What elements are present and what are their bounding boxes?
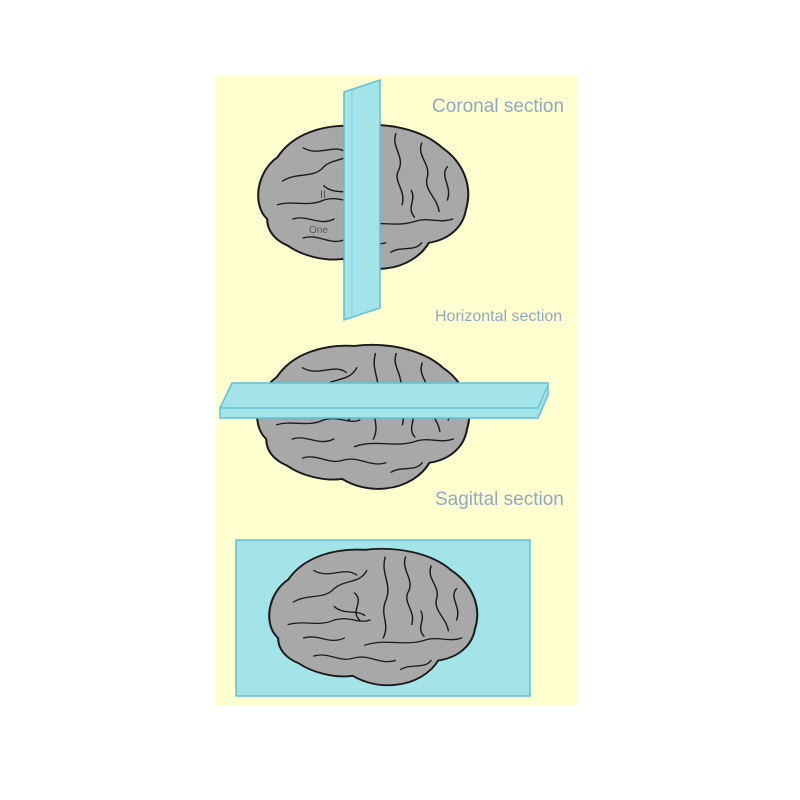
horizontal-section-label: Horizontal section <box>435 308 562 325</box>
horizontal-plane <box>219 382 549 419</box>
roman-two-mark: II <box>320 189 326 201</box>
one-mark: One <box>309 225 328 236</box>
coronal-plane <box>343 78 381 322</box>
horizontal-group: Horizontal section <box>219 308 562 490</box>
sagittal-group: Sagittal section <box>235 489 564 697</box>
sagittal-section-label: Sagittal section <box>435 489 564 510</box>
coronal-section-label: Coronal section <box>432 96 564 117</box>
coronal-group: Coronal section II One <box>257 78 564 322</box>
